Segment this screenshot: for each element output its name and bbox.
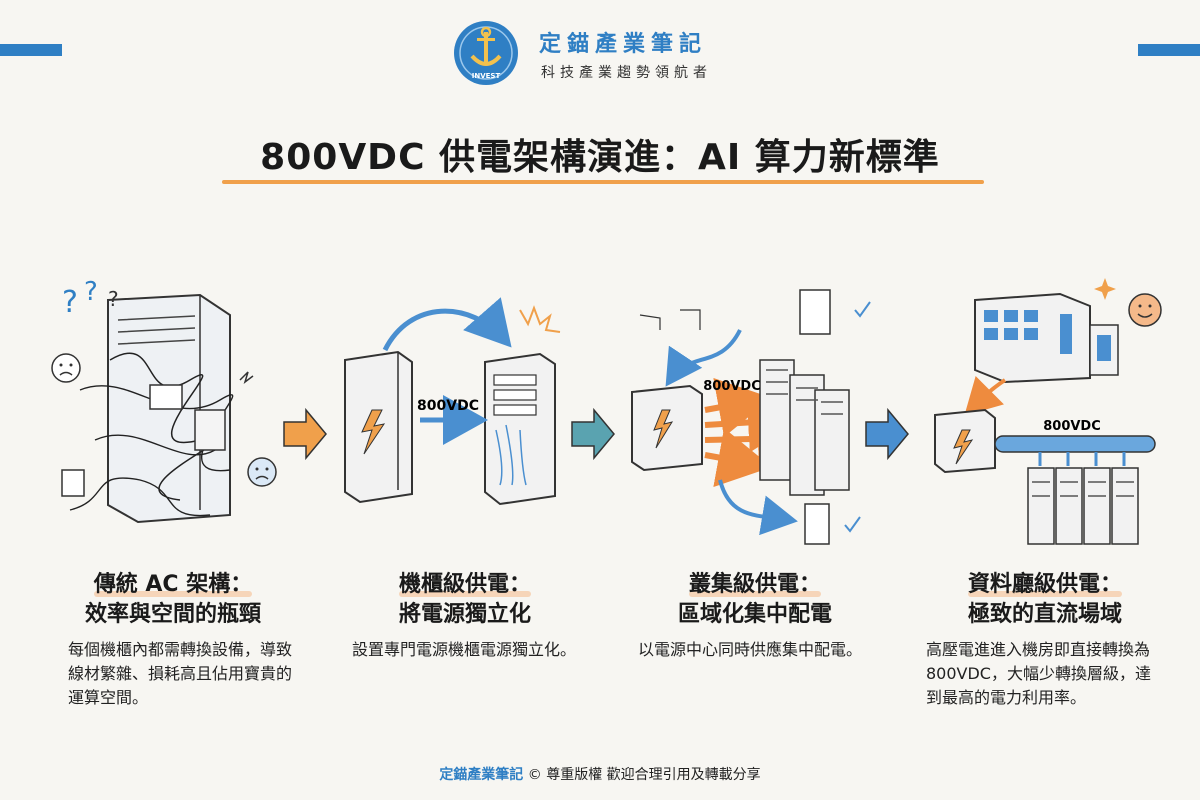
footer-brand: 定錨產業筆記 — [439, 767, 524, 783]
stage1-heading: 傳統 AC 架構： — [93, 572, 253, 597]
svg-text:?: ? — [108, 287, 119, 311]
left-accent-bar — [0, 44, 62, 56]
stage4-description: 高壓電進進入機房即直接轉換為 800VDC，大幅少轉換層級，達到最高的電力利用率… — [926, 640, 1151, 707]
title-underline — [222, 180, 984, 184]
brand-header: INVEST 定錨產業筆記 科技產業趨勢領航者 — [453, 20, 753, 90]
page-title: 800VDC 供電架構演進：AI 算力新標準 — [260, 137, 940, 178]
stage1-subheading: 效率與空間的瓶頸 — [84, 602, 261, 627]
stage2-voltage-label: 800VDC — [417, 398, 479, 414]
stage3-heading: 叢集級供電： — [688, 572, 821, 597]
stage4-heading: 資料廳級供電： — [967, 572, 1122, 597]
cluster-level-illustration: 800VDC — [631, 289, 871, 545]
stage4-subheading: 極致的直流場域 — [967, 602, 1122, 627]
stage3-voltage-label: 800VDC — [703, 379, 761, 394]
flow-arrow-3 — [865, 407, 909, 461]
footer-copyright: © 尊重版權 歡迎合理引用及轉載分享 — [527, 767, 761, 783]
logo-text: INVEST — [472, 72, 501, 80]
svg-text:?: ? — [62, 285, 78, 320]
copyright-footer: 定錨產業筆記 © 尊重版權 歡迎合理引用及轉載分享 — [0, 764, 1200, 784]
datacenter-level-illustration: 800VDC — [934, 278, 1162, 545]
stage1-description: 每個機櫃內都需轉換設備，導致線材繁雜、損耗高且佔用寶貴的運算空間。 — [68, 640, 293, 707]
stage-datahall-level: 資料廳級供電： 極致的直流場域 高壓電進進入機房即直接轉換為 800VDC，大幅… — [910, 570, 1180, 710]
anchor-logo-icon: INVEST — [454, 21, 518, 85]
evolution-illustrations: ? ? ? 800VDC — [51, 277, 1162, 545]
rack-level-illustration: 800VDC — [344, 297, 561, 506]
stage2-subheading: 將電源獨立化 — [398, 602, 531, 627]
flow-arrow-1 — [283, 407, 327, 461]
traditional-rack-illustration: ? ? ? — [51, 277, 277, 524]
stage2-description: 設置專門電源機櫃電源獨立化。 — [352, 640, 577, 659]
stage4-voltage-label: 800VDC — [1043, 419, 1101, 434]
flow-arrow-2 — [571, 407, 615, 461]
stage3-description: 以電源中心同時供應集中配電。 — [638, 640, 863, 659]
svg-text:?: ? — [84, 277, 98, 307]
stage-cluster-level: 叢集級供電： 區域化集中配電 以電源中心同時供應集中配電。 — [620, 570, 890, 662]
right-accent-bar — [1138, 44, 1200, 56]
stage-traditional-ac: 傳統 AC 架構： 效率與空間的瓶頸 每個機櫃內都需轉換設備，導致線材繁雜、損耗… — [38, 570, 308, 710]
stage-rack-level: 機櫃級供電： 將電源獨立化 設置專門電源機櫃電源獨立化。 — [330, 570, 600, 662]
stage3-subheading: 區域化集中配電 — [677, 602, 832, 627]
stage2-heading: 機櫃級供電： — [398, 572, 531, 597]
brand-slogan: 科技產業趨勢領航者 — [541, 65, 712, 81]
brand-name: 定錨產業筆記 — [539, 32, 708, 57]
